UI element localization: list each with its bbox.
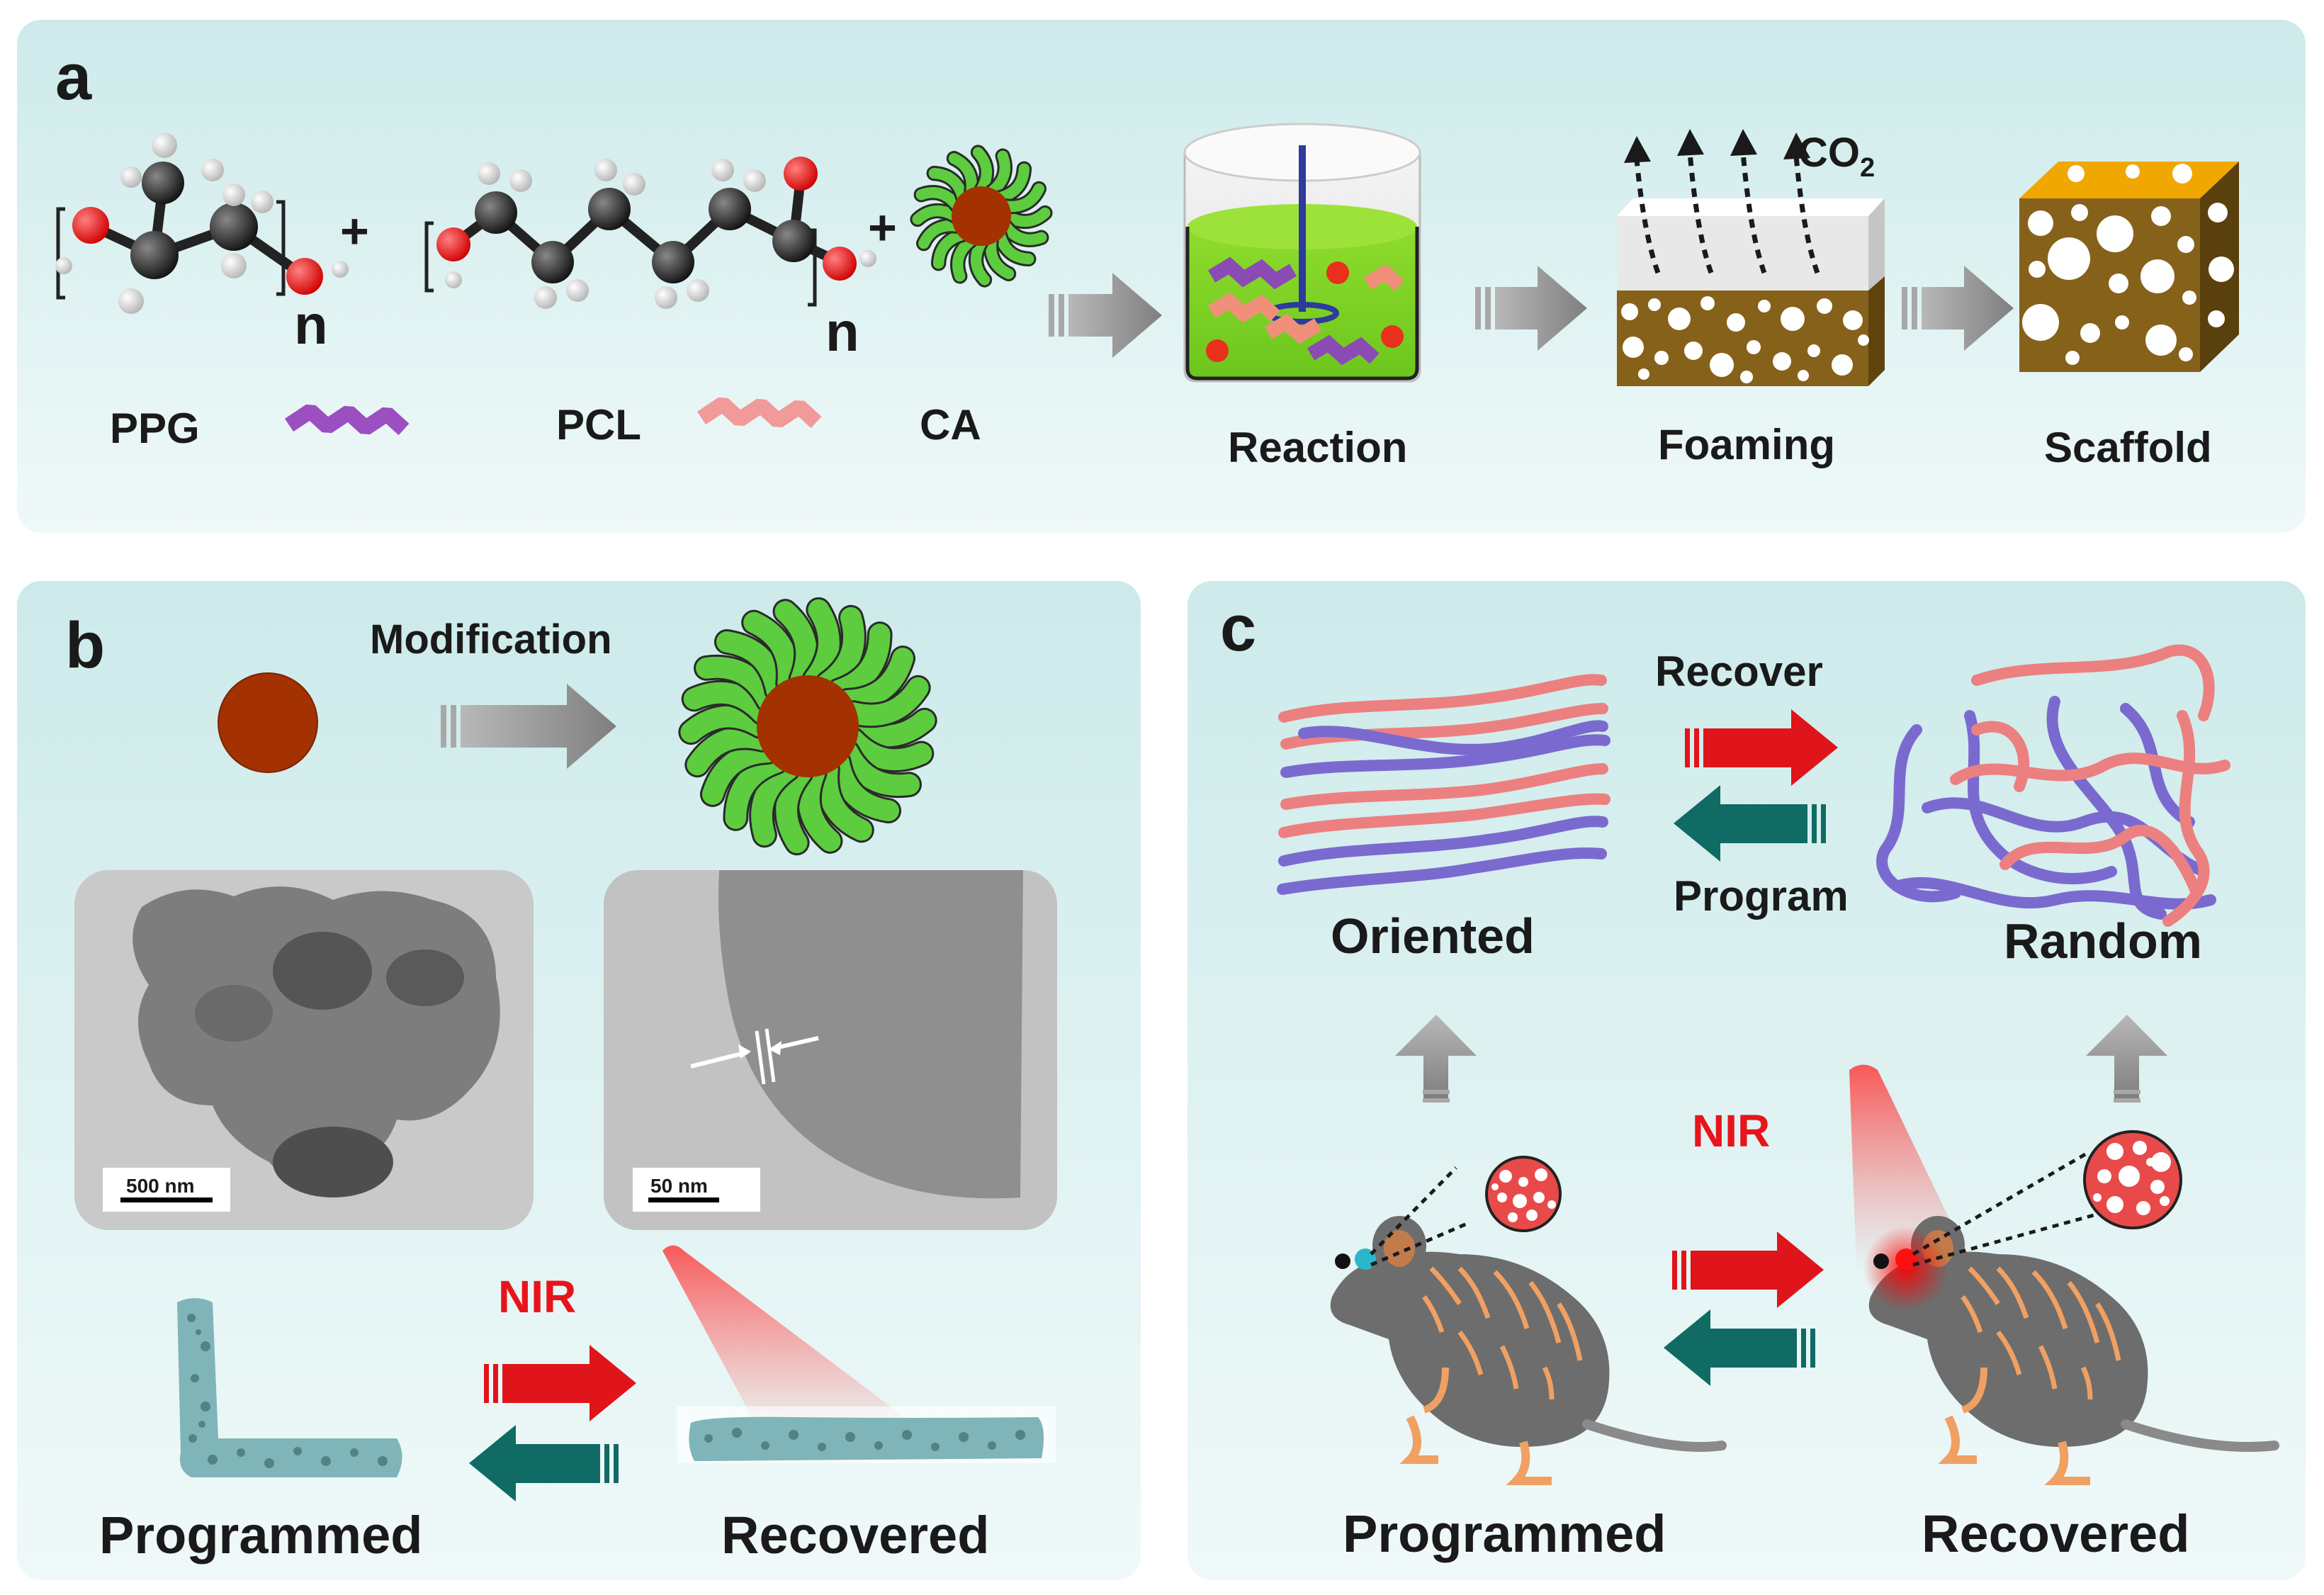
mouse-recovered [1863, 1216, 2279, 1485]
panel-c-letter: c [1220, 592, 1256, 665]
zoom-lines-left [1370, 1166, 1471, 1267]
co2-label: CO2 [1798, 130, 1875, 183]
scale-bar-50nm: 50 nm [650, 1175, 708, 1197]
panel-a-background [17, 20, 2306, 533]
scale-bar-500nm: 500 nm [126, 1175, 195, 1197]
programmed-label-b: Programmed [99, 1506, 422, 1565]
zoom-lines-right [1912, 1149, 2094, 1267]
recovered-label-b: Recovered [721, 1506, 989, 1565]
random-label: Random [2004, 913, 2202, 969]
nir-label-b: NIR [498, 1271, 576, 1322]
programmed-scaffold [177, 1298, 402, 1477]
pcl-molecule [424, 157, 876, 309]
panel-b-letter: b [65, 609, 105, 682]
process-arrow-3 [1902, 266, 2014, 351]
tem-image-low-mag [74, 870, 534, 1230]
program-back-arrow-c [1664, 1309, 1815, 1386]
oriented-label: Oriented [1331, 908, 1535, 964]
pcl-chain-icon [696, 397, 822, 429]
plus-sign-2: + [868, 200, 897, 255]
pcl-repeat-n: n [825, 300, 859, 363]
process-arrow-2 [1475, 266, 1587, 351]
reaction-label: Reaction [1228, 424, 1407, 471]
foaming-block [1617, 129, 1885, 386]
ppg-molecule [55, 133, 349, 314]
ppg-chain-icon [284, 404, 410, 436]
random-chain-network [1876, 644, 2230, 927]
ppg-label: PPG [110, 405, 200, 452]
up-arrow-right [2086, 1015, 2167, 1103]
nir-forward-arrow-c [1672, 1232, 1824, 1308]
reaction-beaker [1183, 123, 1421, 383]
program-back-arrow-b [469, 1425, 619, 1501]
foaming-label: Foaming [1658, 421, 1835, 468]
program-label: Program [1674, 872, 1849, 920]
zoom-circle-left [1485, 1156, 1562, 1232]
pcl-label: PCL [556, 401, 641, 449]
recover-arrow [1685, 709, 1838, 786]
plus-sign-1: + [340, 203, 369, 259]
modified-particle-icon [678, 597, 937, 856]
oriented-chain-network [1277, 674, 1611, 895]
panel-a-letter: a [55, 41, 92, 113]
nir-forward-arrow-b [484, 1345, 636, 1421]
ppg-repeat-n: n [294, 293, 328, 356]
programmed-label-c: Programmed [1343, 1504, 1666, 1563]
recovered-label-c: Recovered [1922, 1504, 2189, 1563]
tem-image-high-mag [604, 870, 1057, 1230]
modification-arrow [441, 684, 616, 769]
program-arrow [1674, 785, 1826, 862]
scaffold-label: Scaffold [2044, 424, 2212, 471]
recovered-scaffold [677, 1407, 1056, 1463]
ca-label: CA [920, 401, 981, 449]
recover-label: Recover [1655, 648, 1823, 695]
bare-particle [218, 672, 318, 773]
scaffold-cube [2019, 162, 2239, 372]
ca-particle-icon [910, 145, 1053, 288]
mouse-programmed [1330, 1216, 1727, 1485]
up-arrow-left [1395, 1015, 1477, 1103]
modification-label: Modification [370, 616, 612, 663]
nir-beam-b [662, 1245, 914, 1442]
nir-label-c: NIR [1692, 1105, 1770, 1156]
process-arrow-1 [1049, 273, 1162, 358]
